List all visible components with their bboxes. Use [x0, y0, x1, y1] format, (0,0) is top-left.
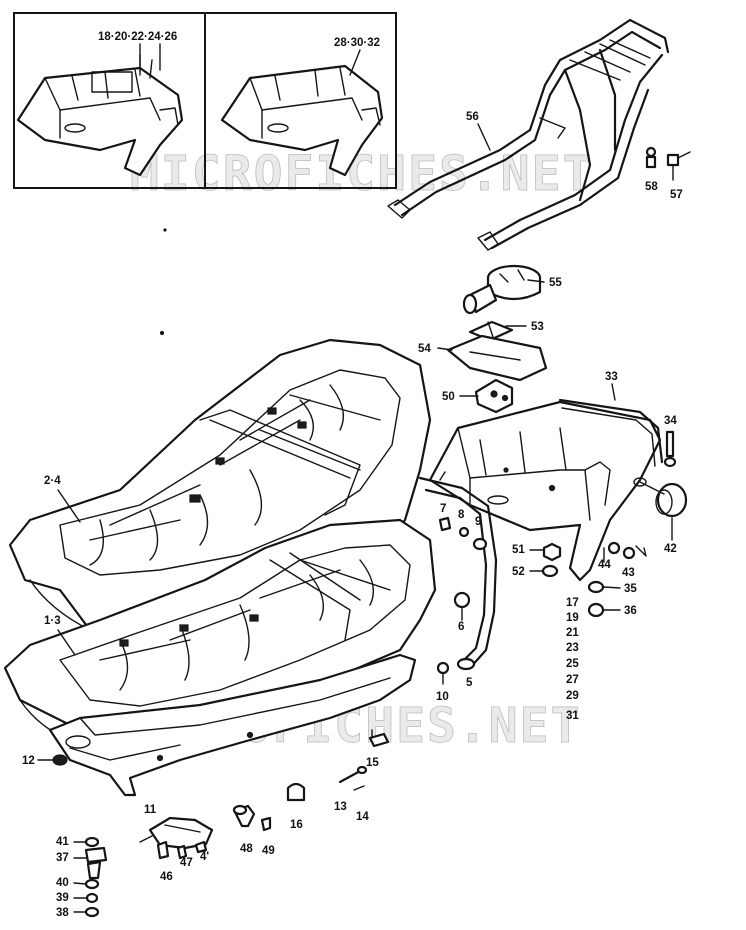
label-38: 38	[56, 907, 69, 919]
label-14: 14	[356, 811, 369, 823]
label-6: 6	[458, 621, 464, 633]
inset-box	[13, 12, 397, 189]
label-49: 49	[262, 845, 275, 857]
label-42: 42	[664, 543, 677, 555]
label-33: 33	[605, 371, 618, 383]
label-4x: 4'	[200, 851, 209, 863]
label-54: 54	[418, 343, 431, 355]
nut-58	[645, 146, 657, 169]
label-55: 55	[549, 277, 562, 289]
grommet-35	[587, 580, 605, 594]
hook-15	[368, 729, 390, 748]
bolt-10	[436, 661, 450, 685]
label-31: 31	[566, 710, 579, 722]
grommet-12	[52, 754, 68, 766]
label-25: 25	[566, 658, 579, 670]
label-37: 37	[56, 852, 69, 864]
label-35: 35	[624, 583, 637, 595]
label-1-3: 1·3	[44, 615, 61, 627]
label-48: 48	[240, 843, 253, 855]
label-47: 47	[180, 857, 193, 869]
parts-44-43	[607, 541, 636, 560]
nut-51	[542, 542, 562, 562]
label-16: 16	[290, 819, 303, 831]
label-46: 46	[160, 871, 173, 883]
watermark-top: MICROFICHES.NET	[130, 146, 593, 202]
label-13: 13	[334, 801, 347, 813]
label-51: 51	[512, 544, 525, 556]
seat-pan-11	[48, 653, 417, 797]
label-27: 27	[566, 674, 579, 686]
label-stack-17-31: 17 19 21 23 25 27 29 31	[566, 597, 579, 722]
clip-34	[663, 430, 677, 468]
label-39: 39	[56, 892, 69, 904]
leader-inset-right	[349, 49, 361, 76]
label-40: 40	[56, 877, 69, 889]
label-53: 53	[531, 321, 544, 333]
label-23: 23	[566, 642, 579, 654]
label-34: 34	[664, 415, 677, 427]
latch-48-49	[232, 804, 272, 832]
cover-54	[446, 334, 548, 382]
inset-tail-cowl-right	[220, 64, 384, 177]
part-55-cap	[462, 264, 542, 315]
cap-16	[286, 782, 306, 802]
inset-tail-cowl-left	[16, 54, 184, 177]
tail-cowl	[428, 400, 662, 582]
nut-36	[587, 602, 605, 618]
label-inset-left: 18·20·22·24·26	[98, 31, 177, 43]
label-12: 12	[22, 755, 35, 767]
label-29: 29	[566, 690, 579, 702]
label-10: 10	[436, 691, 449, 703]
label-21: 21	[566, 627, 579, 639]
label-7: 7	[440, 503, 446, 515]
label-57: 57	[670, 189, 683, 201]
label-50: 50	[442, 391, 455, 403]
label-56: 56	[466, 111, 479, 123]
trim-33	[558, 398, 664, 467]
label-8: 8	[458, 509, 465, 521]
label-5: 5	[466, 677, 473, 689]
label-9: 9	[475, 516, 481, 528]
label-43: 43	[622, 567, 635, 579]
hinge-stack	[84, 836, 108, 918]
lock-assembly-46-47	[139, 816, 214, 860]
label-19: 19	[566, 612, 579, 624]
label-15: 15	[366, 757, 379, 769]
pin-13-14	[338, 765, 368, 791]
label-58: 58	[645, 181, 658, 193]
label-17: 17	[566, 597, 579, 609]
rear-carrier-frame	[387, 18, 670, 251]
grommet-6	[453, 591, 471, 609]
nut-52	[541, 564, 559, 578]
label-inset-right: 28·30·32	[334, 37, 380, 49]
label-36: 36	[624, 605, 637, 617]
label-11: 11	[144, 804, 157, 816]
label-44: 44	[598, 559, 611, 571]
label-52: 52	[512, 566, 525, 578]
leader-inset-left	[139, 43, 161, 71]
bracket-50	[474, 378, 514, 414]
lens-42	[639, 481, 688, 518]
bolts-7-8-9	[438, 516, 488, 551]
label-2-4: 2·4	[44, 475, 61, 487]
bolt-57	[666, 151, 691, 181]
label-41: 41	[56, 836, 69, 848]
grab-bar-5	[418, 471, 498, 671]
